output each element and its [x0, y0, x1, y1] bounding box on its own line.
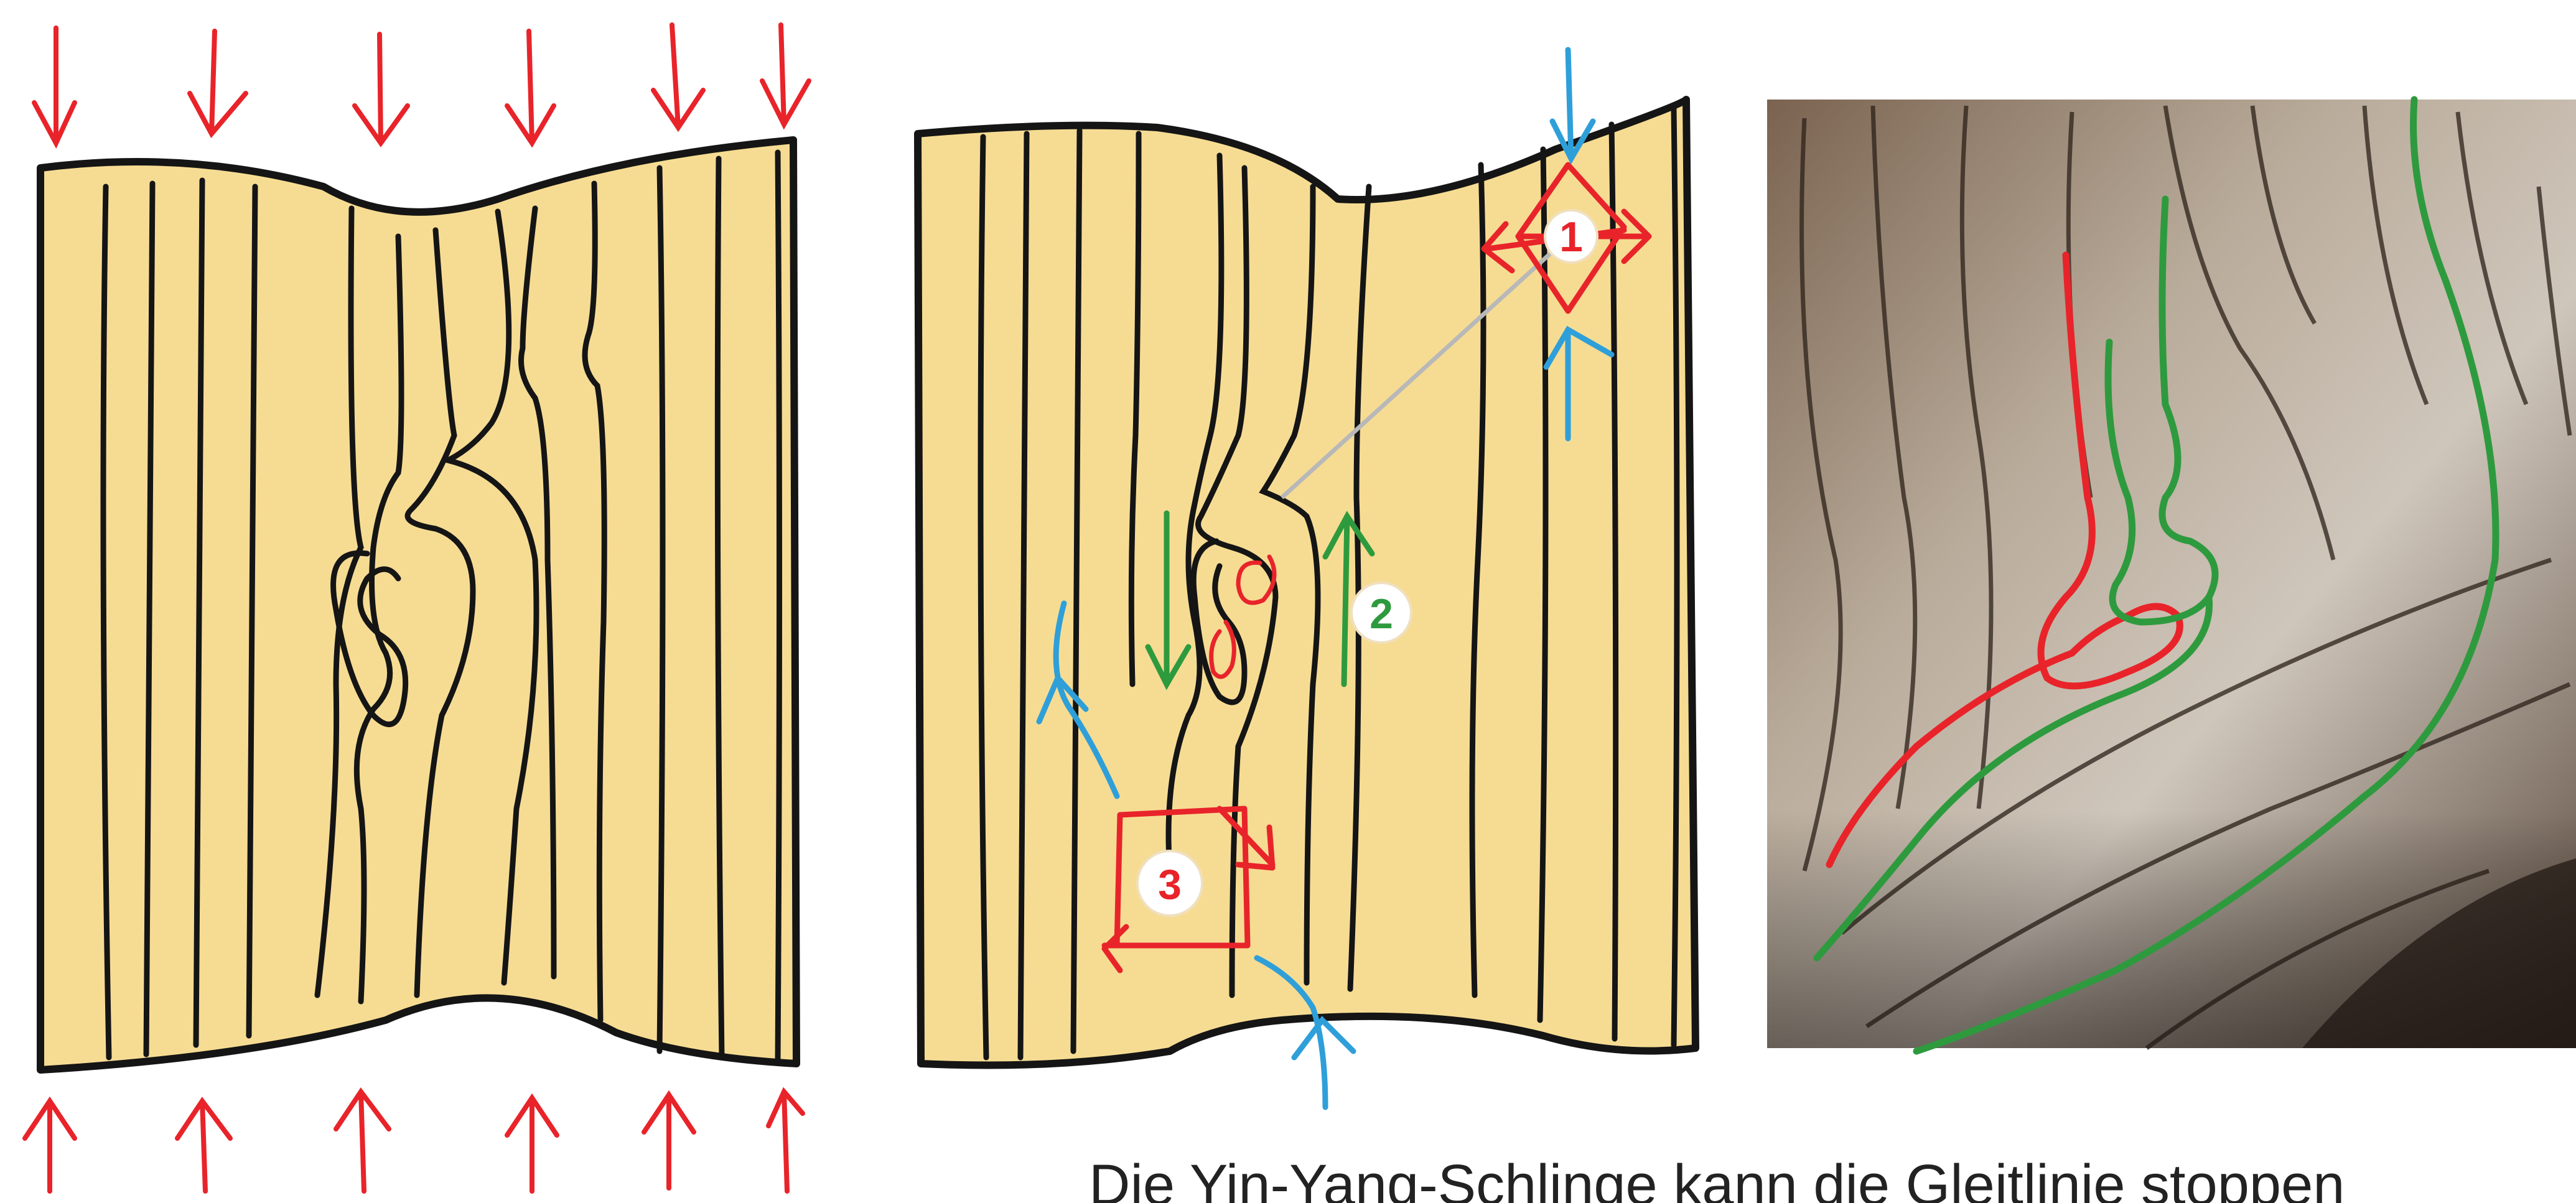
arrow-down-icon — [507, 31, 554, 143]
arrow-down-icon — [34, 28, 75, 143]
badge-3-label: 3 — [1158, 861, 1182, 908]
arrow-down-icon — [355, 34, 408, 143]
panel-right-photo — [1767, 100, 2576, 1051]
arrow-up-icon — [768, 1092, 803, 1191]
arrow-up-icon — [25, 1101, 75, 1191]
badge-2: 2 — [1351, 583, 1411, 643]
arrow-down-icon — [190, 31, 246, 134]
badge-1-label: 1 — [1559, 213, 1583, 261]
arrow-up-icon — [507, 1098, 557, 1191]
badge-1: 1 — [1545, 210, 1597, 262]
arrow-up-icon — [644, 1095, 694, 1188]
panel-left-drawing — [25, 25, 809, 1191]
compression-arrows-top — [34, 25, 809, 143]
compression-arrows-bottom — [25, 1092, 803, 1191]
arrow-up-icon — [336, 1092, 389, 1191]
figure-caption: Die Yin-Yang-Schlinge kann die Gleitlini… — [1089, 1154, 2551, 1203]
panel-middle-drawing: 1 2 3 — [918, 50, 1696, 1107]
arrow-down-icon — [762, 25, 809, 124]
badge-2-label: 2 — [1370, 590, 1393, 638]
arrow-up-icon — [177, 1101, 230, 1191]
badge-3: 3 — [1137, 851, 1202, 916]
arrow-down-icon — [653, 25, 703, 128]
